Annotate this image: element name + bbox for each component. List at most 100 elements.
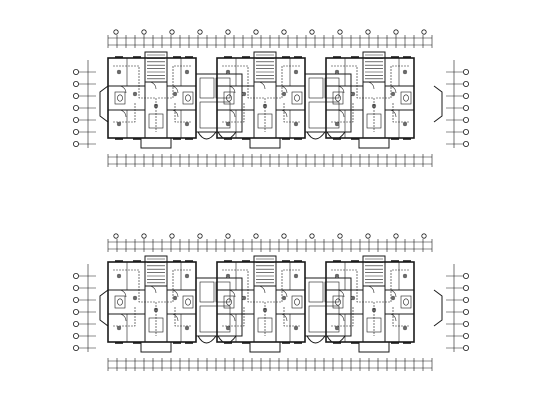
unit: [216, 51, 306, 149]
wiring: [266, 65, 300, 99]
grid-bubble-left: [73, 81, 80, 88]
light-fixture: [116, 121, 122, 127]
door-swing: [279, 313, 288, 322]
wiring: [222, 269, 264, 303]
door-swing: [366, 81, 375, 90]
grid-bubble-top: [225, 233, 231, 239]
fixture: [117, 94, 123, 102]
unit: [325, 51, 415, 149]
grid-bubble-top: [309, 29, 315, 35]
door-swing: [336, 313, 345, 322]
grid-bubble-left: [73, 332, 80, 339]
door-swing: [388, 109, 397, 118]
door-swing: [170, 85, 179, 94]
door-swing: [366, 285, 375, 294]
door-swing: [257, 285, 266, 294]
grid-bubble-top: [393, 233, 399, 239]
light-fixture: [371, 103, 377, 109]
fixture: [185, 298, 191, 306]
light-fixture: [390, 91, 396, 97]
lower-plan: [73, 233, 469, 371]
grid-bubble-right: [462, 320, 469, 327]
grid-bubble-left: [73, 320, 80, 327]
light-fixture: [262, 103, 268, 109]
door-swing: [148, 81, 157, 90]
wiring: [222, 306, 245, 327]
fixture: [185, 94, 191, 102]
bay-window-left: [99, 85, 109, 123]
wiring: [392, 306, 409, 327]
wiring: [375, 269, 409, 303]
fixture: [294, 298, 300, 306]
door-swing: [257, 81, 266, 90]
grid-bubble-top: [337, 233, 343, 239]
door-swing: [279, 85, 288, 94]
wiring: [157, 65, 191, 99]
wiring: [331, 102, 354, 123]
grid-bubble-right: [462, 128, 469, 135]
wiring: [392, 102, 409, 123]
unit: [216, 255, 306, 353]
grid-bubble-top: [113, 233, 119, 239]
light-fixture: [293, 325, 299, 331]
grid-bubble-left: [73, 344, 80, 351]
grid-bubble-left: [73, 93, 80, 100]
grid-bubble-right: [462, 296, 469, 303]
balcony: [197, 335, 217, 344]
light-fixture: [172, 295, 178, 301]
door-swing: [227, 109, 236, 118]
door-swing: [388, 85, 397, 94]
balcony: [306, 131, 326, 140]
bay-window-right: [433, 85, 443, 123]
balcony: [197, 131, 217, 140]
light-fixture: [184, 69, 190, 75]
door-swing: [118, 109, 127, 118]
wiring: [157, 269, 191, 303]
balcony: [217, 335, 237, 344]
wiring: [266, 269, 300, 303]
grid-bubble-left: [73, 272, 80, 279]
grid-bubble-right: [462, 332, 469, 339]
grid-bubble-top: [421, 29, 427, 35]
balcony: [326, 335, 346, 344]
grid-bubble-right: [462, 69, 469, 76]
door-swing: [118, 289, 127, 298]
grid-bubble-left: [73, 117, 80, 124]
light-fixture: [184, 325, 190, 331]
wiring: [174, 306, 191, 327]
wiring: [375, 65, 409, 99]
grid-bubble-top: [253, 233, 259, 239]
grid-bubble-right: [462, 344, 469, 351]
light-fixture: [293, 69, 299, 75]
light-fixture: [293, 121, 299, 127]
grid-bubble-right: [462, 81, 469, 88]
door-swing: [148, 285, 157, 294]
grid-bubble-top: [337, 29, 343, 35]
grid-bubble-top: [281, 29, 287, 35]
grid-bubble-left: [73, 296, 80, 303]
door-swing: [118, 85, 127, 94]
door-swing: [336, 85, 345, 94]
upper-plan: [73, 29, 469, 167]
light-fixture: [184, 121, 190, 127]
door-swing: [388, 289, 397, 298]
grid-bubble-top: [197, 29, 203, 35]
fixture: [403, 94, 409, 102]
light-fixture: [172, 91, 178, 97]
wiring: [113, 306, 136, 327]
unit: [107, 255, 197, 353]
wiring: [331, 269, 373, 303]
grid-bubble-top: [141, 29, 147, 35]
grid-bubble-right: [462, 284, 469, 291]
light-fixture: [390, 295, 396, 301]
door-swing: [336, 289, 345, 298]
light-fixture: [132, 295, 138, 301]
grid-bubble-top: [421, 233, 427, 239]
door-swing: [170, 289, 179, 298]
wiring: [113, 102, 136, 123]
fixture: [403, 298, 409, 306]
door-swing: [227, 289, 236, 298]
door-swing: [388, 313, 397, 322]
